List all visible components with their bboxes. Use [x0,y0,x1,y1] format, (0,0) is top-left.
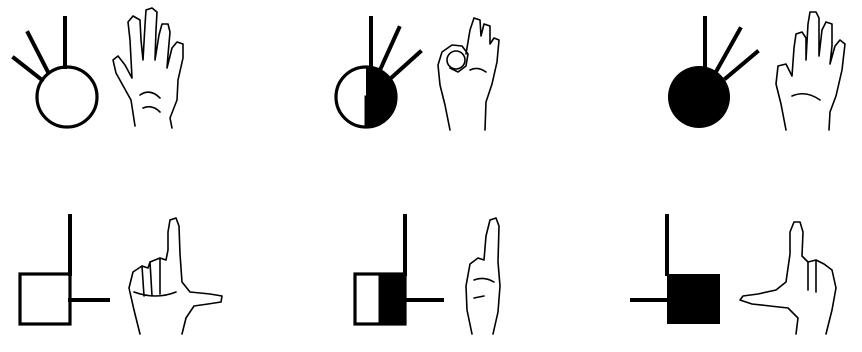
square-filled [667,274,720,324]
diagonal-stroke-upper [380,28,399,70]
square-outline [20,274,70,324]
diagonal-stroke-upper [28,33,48,72]
l-shape-hand-reversed-icon [740,222,836,334]
l-shape-hand-icon [129,218,222,334]
ok-hand-icon [438,18,499,130]
three-finger-hand-icon [776,12,845,130]
diagonal-stroke-lower [14,58,42,80]
circle-filled [668,66,730,128]
circle-empty-symbol [14,18,97,127]
square-half-symbol [355,216,442,324]
circle-outline [37,67,97,127]
pointing-up-hand-icon [466,218,500,334]
open-hand-icon [113,8,183,128]
diagonal-stroke-lower [391,52,420,78]
square-half-fill [380,274,405,324]
circle-half-symbol [336,18,420,127]
diagonal-stroke-upper [717,29,740,70]
diagonal-stroke-lower [726,52,757,78]
circle-full-symbol [668,18,757,128]
square-full-symbol [632,216,720,324]
square-empty-symbol [20,216,108,324]
